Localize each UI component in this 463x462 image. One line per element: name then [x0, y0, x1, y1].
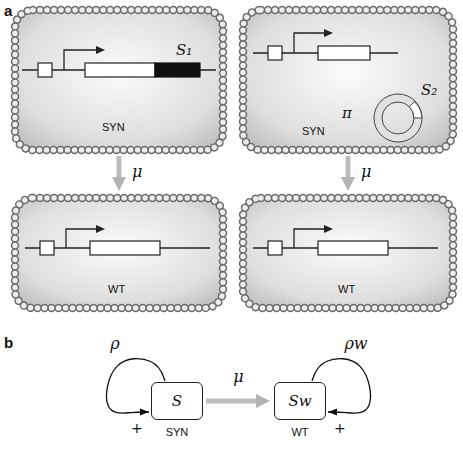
state-box: SSYN	[151, 382, 203, 420]
cell-type-label: WT	[108, 283, 125, 295]
cell-type-label: SYN	[102, 121, 125, 133]
sign-label: +	[131, 420, 143, 436]
species-label: π	[342, 104, 352, 122]
cell-membrane	[238, 5, 458, 155]
population-symbol: Sw	[288, 392, 311, 410]
population-symbol: S	[172, 392, 182, 410]
mutation-rate-label: μ	[131, 162, 143, 181]
panel-letter: a	[4, 2, 12, 19]
sign-label: +	[334, 420, 346, 436]
population-type: SYN	[166, 426, 189, 438]
cell-type-label: WT	[338, 283, 355, 295]
rate-label: ρ	[109, 334, 120, 353]
gene-construct-plasmid	[238, 5, 458, 155]
species-label: S₂	[421, 81, 437, 99]
cell-compartment: S₁ SYN	[10, 5, 228, 155]
cell-compartment: WT	[10, 193, 228, 313]
species-label: S₁	[176, 41, 192, 59]
cell-compartment: S₂ SYN π	[238, 5, 458, 155]
transition-arrow	[346, 156, 351, 177]
transition-arrow	[117, 156, 122, 177]
gene-construct	[238, 193, 458, 313]
cell-compartment: WT	[238, 193, 458, 313]
gene-construct	[10, 193, 228, 313]
mutation-rate-label: μ	[360, 162, 372, 181]
cell-type-label: SYN	[302, 125, 325, 137]
panel-letter: b	[4, 334, 13, 351]
rate-label: ρw	[343, 334, 368, 353]
population-type: WT	[291, 426, 308, 438]
state-box: SwWT	[274, 382, 326, 420]
mutation-rate-label: μ	[232, 367, 244, 386]
transition-arrow	[206, 399, 256, 404]
